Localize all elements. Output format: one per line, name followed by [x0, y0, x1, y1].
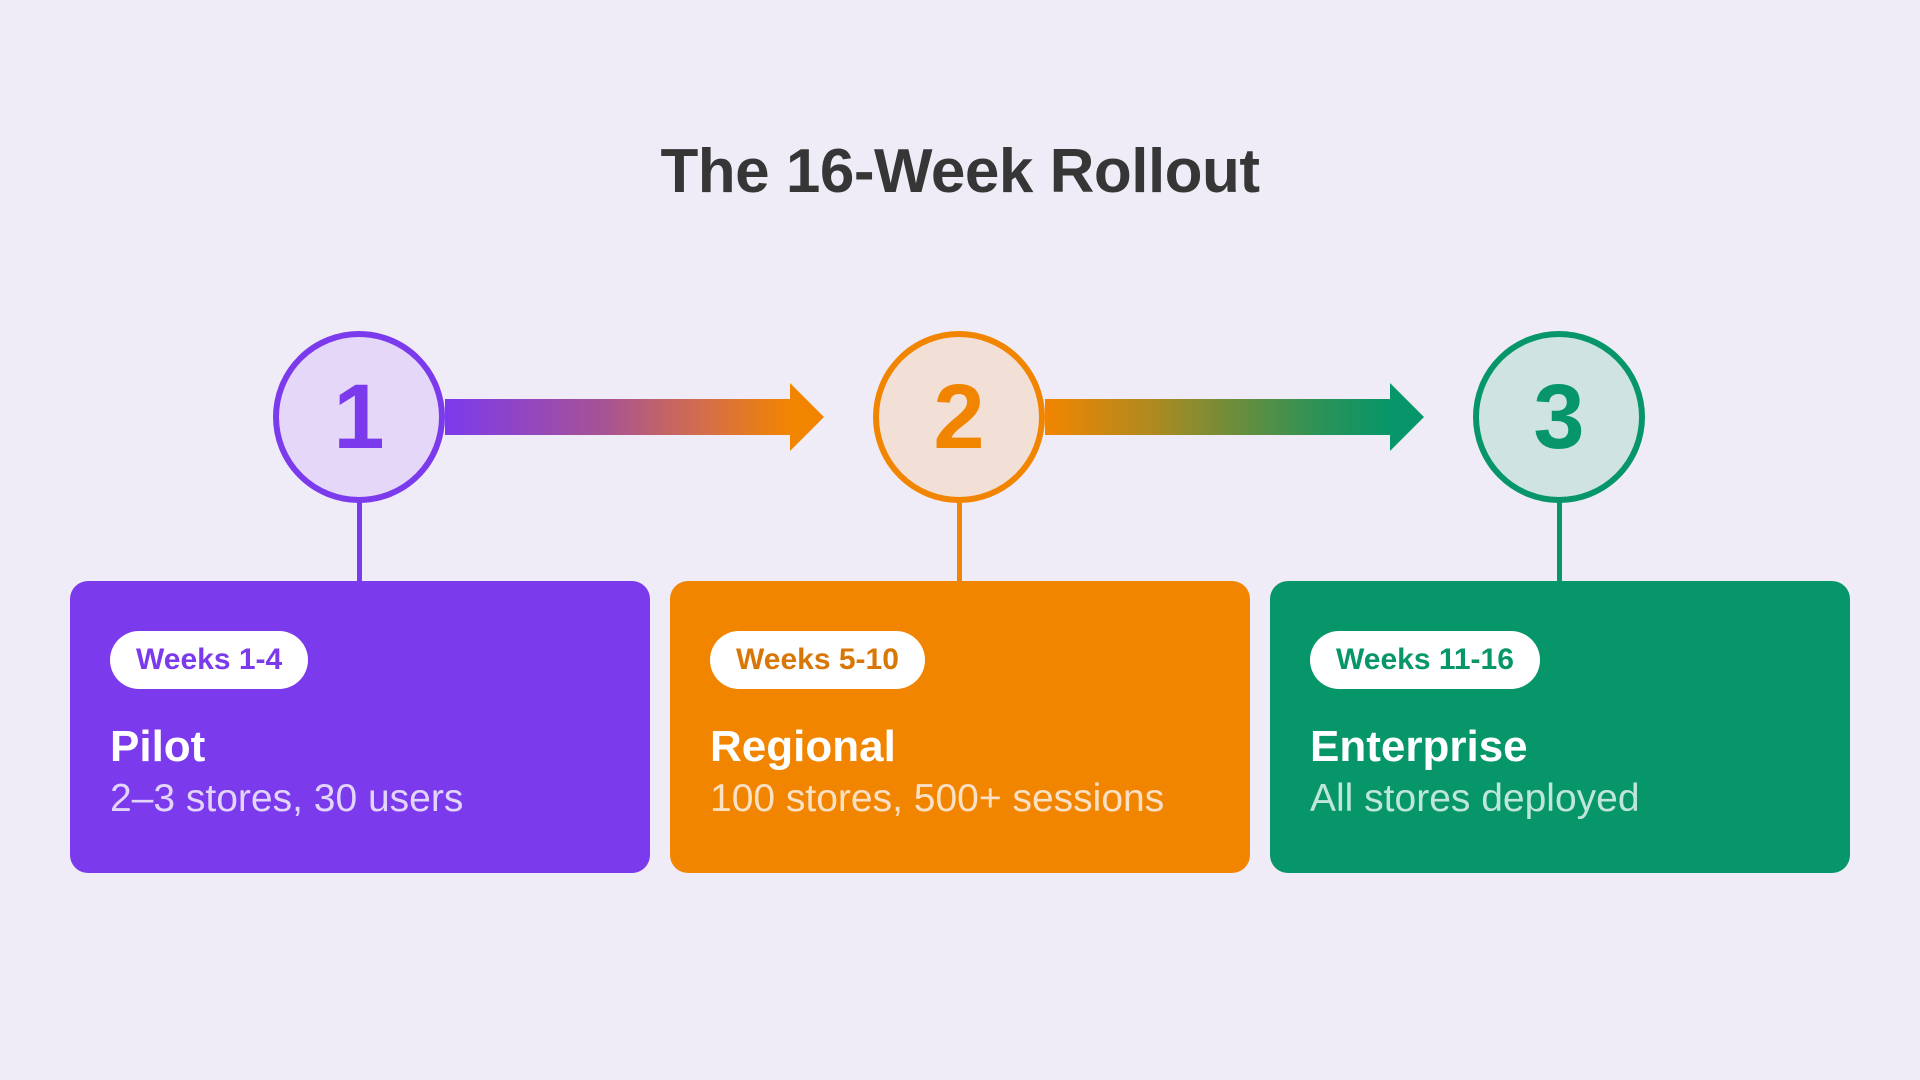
phase-3-card: Weeks 11-16 Enterprise All stores deploy…	[1270, 581, 1850, 873]
phase-3-number-circle: 3	[1473, 331, 1645, 503]
phase-description: 2–3 stores, 30 users	[110, 777, 464, 820]
arrow-bar	[445, 399, 791, 435]
phase-description: All stores deployed	[1310, 777, 1640, 820]
arrow-phase-1-to-2	[445, 383, 825, 451]
phase-number: 3	[1533, 366, 1585, 468]
phase-1-number-circle: 1	[273, 331, 445, 503]
phase-weeks-badge: Weeks 1-4	[110, 631, 309, 689]
phase-weeks-badge: Weeks 5-10	[710, 631, 925, 689]
phase-description: 100 stores, 500+ sessions	[710, 777, 1165, 820]
phase-name: Pilot	[110, 722, 206, 771]
phase-number: 2	[933, 366, 985, 468]
arrow-head-icon	[790, 383, 824, 451]
diagram-title: The 16-Week Rollout	[660, 137, 1260, 206]
phase-number: 1	[333, 366, 385, 468]
phase-2-card: Weeks 5-10 Regional 100 stores, 500+ ses…	[670, 581, 1250, 873]
arrow-bar	[1045, 399, 1391, 435]
phase-name: Enterprise	[1310, 722, 1528, 771]
phase-1-connector	[357, 502, 362, 582]
arrow-phase-2-to-3	[1045, 383, 1425, 451]
phase-weeks-badge: Weeks 11-16	[1310, 631, 1540, 689]
arrow-head-icon	[1390, 383, 1424, 451]
phase-2-connector	[957, 502, 962, 582]
phase-1-card: Weeks 1-4 Pilot 2–3 stores, 30 users	[70, 581, 650, 873]
phase-2-number-circle: 2	[873, 331, 1045, 503]
phase-3-connector	[1557, 502, 1562, 582]
phase-name: Regional	[710, 722, 896, 771]
